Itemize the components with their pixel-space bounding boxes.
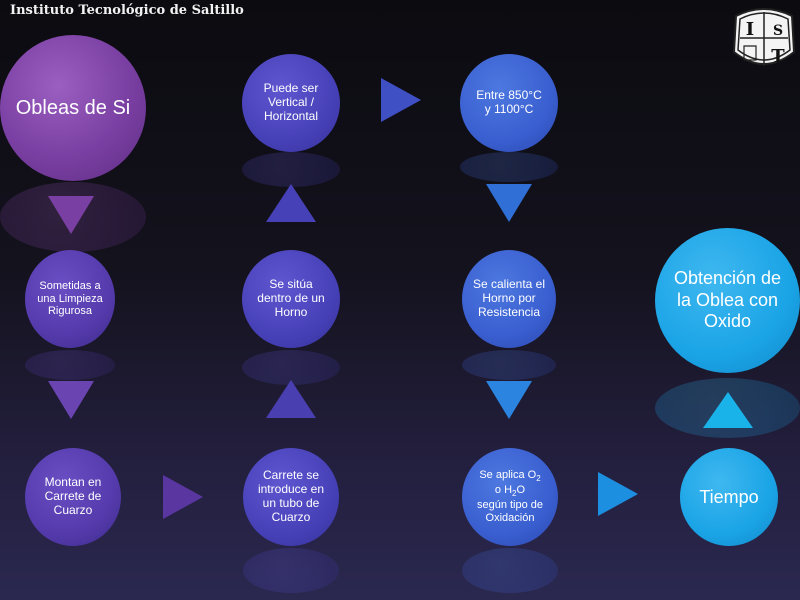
reflection-temperatura — [460, 152, 558, 182]
arrow-down-resistencia-oxidacion — [486, 381, 532, 419]
arrow-down-obleas-limpieza — [48, 196, 94, 234]
node-obleas-si: Obleas de Si — [0, 35, 146, 181]
reflection-oxidacion — [462, 548, 558, 593]
node-horno: Se sitúa dentro de un Horno — [242, 250, 340, 348]
reflection-limpieza — [25, 350, 115, 380]
arrow-up-horno-vertical — [266, 184, 316, 222]
header-title: Instituto Tecnológico de Saltillo — [10, 3, 244, 18]
node-limpieza: Sometidas a una Limpieza Rigurosa — [25, 250, 115, 348]
arrow-right-vertical-temperatura — [381, 78, 421, 122]
reflection-resistencia — [462, 350, 556, 380]
arrow-right-carrete-tubo — [163, 475, 203, 519]
node-oxidacion: Se aplica O2 o H2O según tipo de Oxidaci… — [462, 448, 558, 546]
reflection-tubo — [243, 548, 339, 593]
arrow-up-tubo-horno — [266, 380, 316, 418]
node-temperatura: Entre 850°C y 1100°C — [460, 54, 558, 152]
node-carrete-cuarzo: Montan en Carrete de Cuarzo — [25, 448, 121, 546]
node-tubo-cuarzo: Carrete se introduce en un tubo de Cuarz… — [243, 448, 339, 546]
node-tiempo: Tiempo — [680, 448, 778, 546]
reflection-vertical — [242, 152, 340, 187]
arrow-down-temperatura-resistencia — [486, 184, 532, 222]
arrow-right-oxidacion-tiempo — [598, 472, 638, 516]
arrow-up-tiempo-resultado — [703, 392, 753, 428]
arrow-down-limpieza-carrete — [48, 381, 94, 419]
institute-crest-icon: I T S — [732, 8, 796, 67]
node-resultado: Obtención de la Oblea con Oxido — [655, 228, 800, 373]
crest-letter-s: S — [773, 23, 783, 39]
node-vertical-horizontal: Puede ser Vertical / Horizontal — [242, 54, 340, 152]
crest-letter-i: I — [746, 19, 754, 40]
node-resistencia: Se calienta el Horno por Resistencia — [462, 250, 556, 348]
crest-letter-t: T — [771, 46, 785, 67]
